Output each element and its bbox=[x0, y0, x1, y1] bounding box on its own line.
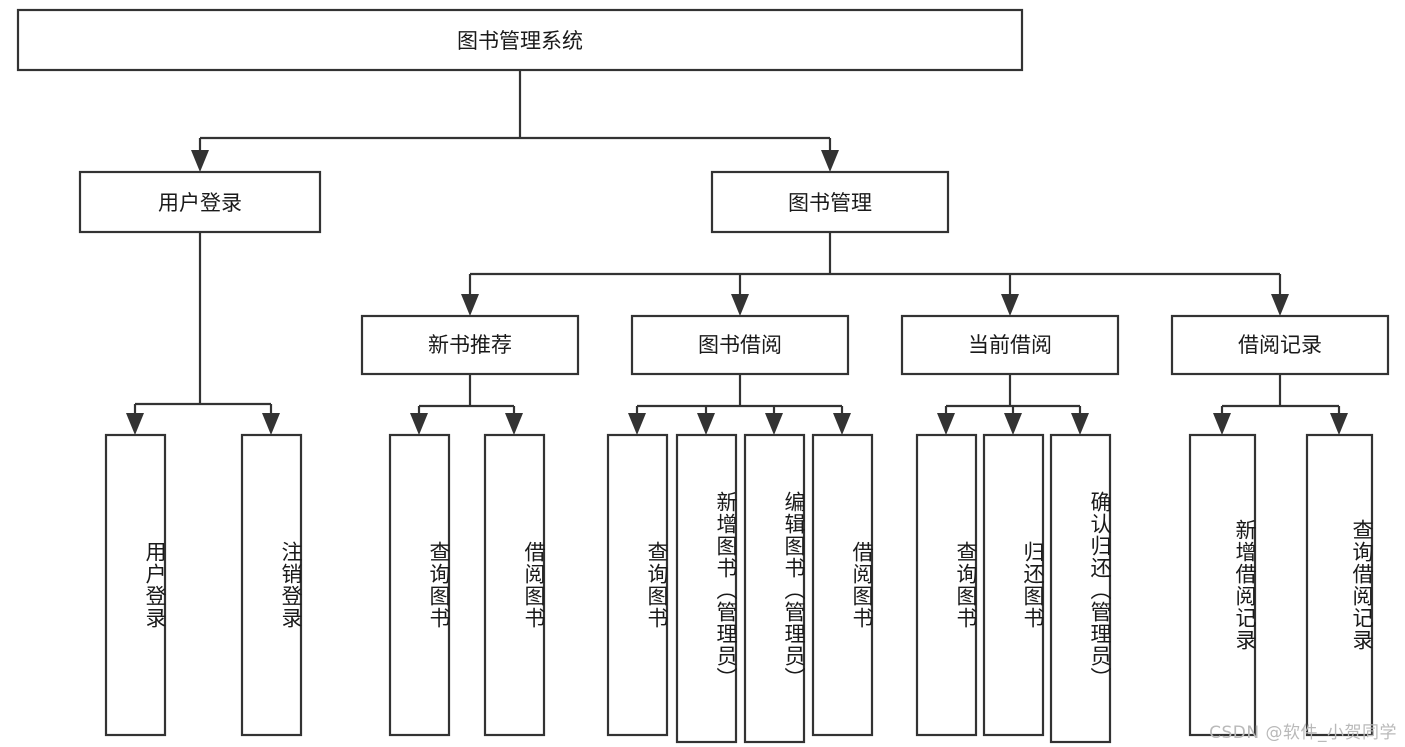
arrow-head-currentborrow-leaf-2 bbox=[1004, 413, 1022, 435]
leaf-box-newbook-borrow-book[interactable] bbox=[483, 433, 546, 737]
leaf-box-record-query[interactable] bbox=[1305, 433, 1374, 737]
csdn-watermark: CSDN @软件_小贺同学 bbox=[1209, 723, 1397, 743]
node-user-login[interactable]: 用户登录 bbox=[78, 170, 322, 234]
node-root-system-label: 图书管理系统 bbox=[457, 29, 583, 53]
node-book-borrow-label: 图书借阅 bbox=[698, 333, 782, 357]
arrow-head-bookborrow-leaf-3 bbox=[765, 413, 783, 435]
node-new-book-recommend[interactable]: 新书推荐 bbox=[360, 314, 580, 376]
arrow-head-currentborrow-leaf-1 bbox=[937, 413, 955, 435]
leaf-box-borrow-query-book[interactable] bbox=[606, 433, 669, 737]
node-book-borrow[interactable]: 图书借阅 bbox=[630, 314, 850, 376]
arrow-head-leaf-logout bbox=[262, 413, 280, 435]
leaf-box-user-login[interactable] bbox=[104, 433, 167, 737]
node-new-book-recommend-label: 新书推荐 bbox=[428, 333, 512, 357]
leaf-box-logout[interactable] bbox=[240, 433, 303, 737]
arrow-head-borrowrecord-leaf-1 bbox=[1213, 413, 1231, 435]
arrow-head-newbook-leaf-2 bbox=[505, 413, 523, 435]
node-current-borrow[interactable]: 当前借阅 bbox=[900, 314, 1120, 376]
leaf-box-borrow-edit-book[interactable] bbox=[743, 433, 806, 744]
arrow-head-newbook-leaf-1 bbox=[410, 413, 428, 435]
arrow-head-borrow-record bbox=[1271, 294, 1289, 316]
node-root-system-box[interactable] bbox=[16, 8, 1024, 72]
arrow-head-book-borrow bbox=[731, 294, 749, 316]
arrow-head-current-borrow bbox=[1001, 294, 1019, 316]
arrow-head-bookborrow-leaf-4 bbox=[833, 413, 851, 435]
arrow-head-bookborrow-leaf-1 bbox=[628, 413, 646, 435]
node-borrow-record-label: 借阅记录 bbox=[1238, 333, 1322, 357]
leaf-box-current-confirm-return[interactable] bbox=[1049, 433, 1112, 744]
node-layer: 图书管理系统 用户登录 图书管理 新书推荐 图书借阅 当前 bbox=[16, 8, 1390, 744]
node-current-borrow-label: 当前借阅 bbox=[968, 333, 1052, 357]
arrow-head-borrowrecord-leaf-2 bbox=[1330, 413, 1348, 435]
node-book-manage[interactable]: 图书管理 bbox=[710, 170, 950, 234]
leaf-box-current-query-book[interactable] bbox=[915, 433, 978, 737]
leaf-box-borrow-add-book[interactable] bbox=[675, 433, 738, 744]
node-book-manage-box[interactable] bbox=[710, 170, 950, 234]
arrow-head-new-book bbox=[461, 294, 479, 316]
node-root-system[interactable]: 图书管理系统 bbox=[16, 8, 1024, 72]
arrow-head-book-manage bbox=[821, 150, 839, 172]
arrow-head-leaf-user-login bbox=[126, 413, 144, 435]
node-user-login-box[interactable] bbox=[78, 170, 322, 234]
arrow-head-bookborrow-leaf-2 bbox=[697, 413, 715, 435]
node-book-manage-label: 图书管理 bbox=[788, 191, 872, 215]
arrow-head-currentborrow-leaf-3 bbox=[1071, 413, 1089, 435]
node-borrow-record-box[interactable] bbox=[1170, 314, 1390, 376]
arrow-head-user-login bbox=[191, 150, 209, 172]
node-user-login-label: 用户登录 bbox=[158, 191, 242, 215]
leaf-box-record-add[interactable] bbox=[1188, 433, 1257, 737]
leaf-box-current-return-book[interactable] bbox=[982, 433, 1045, 737]
node-borrow-record[interactable]: 借阅记录 bbox=[1170, 314, 1390, 376]
leaf-box-newbook-query-book[interactable] bbox=[388, 433, 451, 737]
node-new-book-recommend-box[interactable] bbox=[360, 314, 580, 376]
node-book-borrow-box[interactable] bbox=[630, 314, 850, 376]
leaf-box-borrow-borrow-book[interactable] bbox=[811, 433, 874, 737]
connector-layer bbox=[126, 70, 1348, 435]
node-current-borrow-box[interactable] bbox=[900, 314, 1120, 376]
